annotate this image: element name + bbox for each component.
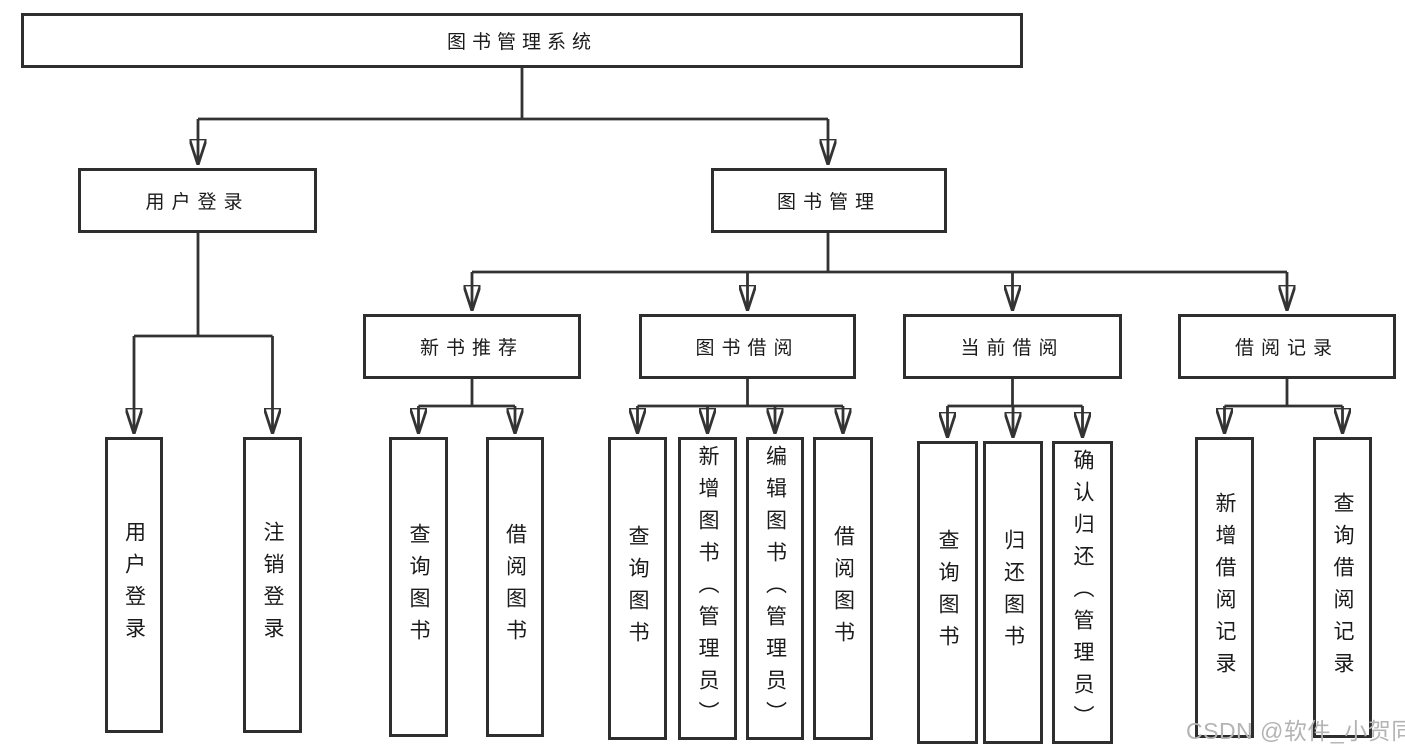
leaf-query-books-3-label: 查询图书 bbox=[936, 528, 959, 657]
leaf-edit-books-admin-label: 编辑图书（管理员） bbox=[763, 444, 787, 733]
leaf-query-borrow-record-label: 查询借阅记录 bbox=[1331, 491, 1354, 684]
connector-newbook-to-leaves bbox=[419, 379, 516, 433]
leaf-query-books-2: 查询图书 bbox=[608, 437, 667, 740]
node-book-borrowing: 图书借阅 bbox=[639, 314, 856, 379]
connector-borrow-to-leaves bbox=[638, 379, 844, 433]
leaf-add-books-admin: 新增图书（管理员） bbox=[678, 437, 737, 740]
node-book-borrowing-label: 图书借阅 bbox=[695, 338, 800, 359]
leaf-query-books-2-label: 查询图书 bbox=[626, 524, 649, 653]
leaf-query-books-1: 查询图书 bbox=[389, 437, 448, 737]
leaf-query-books-1-label: 查询图书 bbox=[407, 523, 430, 651]
node-book-management-label: 图书管理 bbox=[776, 192, 881, 213]
node-user-login: 用户登录 bbox=[78, 168, 317, 233]
node-root-label: 图书管理系统 bbox=[446, 32, 597, 53]
leaf-return-books: 归还图书 bbox=[983, 441, 1043, 744]
leaf-borrow-books-1: 借阅图书 bbox=[486, 437, 544, 737]
connector-login-to-leaves bbox=[134, 233, 273, 433]
leaf-user-login-label: 用户登录 bbox=[122, 521, 146, 649]
node-book-management: 图书管理 bbox=[711, 168, 947, 233]
node-borrowing-records-label: 借阅记录 bbox=[1234, 338, 1339, 359]
leaf-confirm-return-admin: 确认归还（管理员） bbox=[1052, 441, 1113, 744]
leaf-logout: 注销登录 bbox=[243, 437, 302, 733]
connector-records-to-leaves bbox=[1225, 379, 1343, 433]
leaf-borrow-books-2: 借阅图书 bbox=[813, 437, 873, 740]
leaf-confirm-return-admin-label: 确认归还（管理员） bbox=[1071, 448, 1094, 737]
leaf-query-books-3: 查询图书 bbox=[917, 441, 978, 744]
node-user-login-label: 用户登录 bbox=[145, 192, 250, 213]
node-root-library-system: 图书管理系统 bbox=[21, 13, 1023, 68]
leaf-add-books-admin-label: 新增图书（管理员） bbox=[696, 444, 719, 733]
csdn-watermark: CSDN @软件_小贺同学 bbox=[1186, 718, 1405, 744]
leaf-borrow-books-2-label: 借阅图书 bbox=[831, 524, 855, 653]
connector-current-to-leaves bbox=[948, 379, 1083, 437]
node-current-borrowing: 当前借阅 bbox=[903, 314, 1122, 379]
leaf-add-borrow-record: 新增借阅记录 bbox=[1195, 437, 1254, 738]
leaf-borrow-books-1-label: 借阅图书 bbox=[503, 523, 527, 651]
leaf-return-books-label: 归还图书 bbox=[1001, 528, 1025, 657]
connector-mgmt-to-level3 bbox=[472, 233, 1287, 310]
leaf-edit-books-admin: 编辑图书（管理员） bbox=[746, 437, 804, 740]
node-new-book-recommend-label: 新书推荐 bbox=[419, 338, 524, 359]
leaf-query-borrow-record: 查询借阅记录 bbox=[1313, 437, 1372, 738]
node-current-borrowing-label: 当前借阅 bbox=[960, 338, 1065, 359]
leaf-user-login: 用户登录 bbox=[105, 437, 163, 733]
connector-root-to-level2 bbox=[198, 68, 828, 164]
node-borrowing-records: 借阅记录 bbox=[1178, 314, 1396, 379]
leaf-add-borrow-record-label: 新增借阅记录 bbox=[1213, 491, 1236, 684]
node-new-book-recommend: 新书推荐 bbox=[363, 314, 581, 379]
leaf-logout-label: 注销登录 bbox=[261, 521, 284, 649]
